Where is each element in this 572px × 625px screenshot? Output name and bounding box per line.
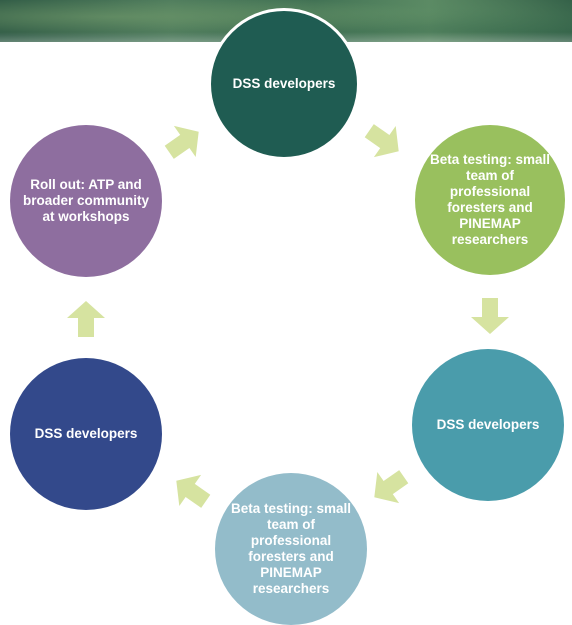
arrow-5-to-6-icon [67, 301, 105, 337]
cycle-node-roll-out: Roll out: ATP and broader community at w… [10, 125, 162, 277]
cycle-node-label: DSS developers [232, 76, 336, 91]
cycle-node-label: DSS developers [436, 417, 540, 432]
arrow-2-to-3-icon [471, 298, 509, 334]
cycle-node-label: DSS developers [34, 426, 138, 441]
cycle-node-label: Roll out: ATP and broader community at w… [22, 177, 150, 224]
cycle-node-dss-developers-top: DSS developers [208, 8, 360, 160]
cycle-node-dss-developers-left: DSS developers [10, 358, 162, 510]
cycle-node-label: Beta testing: small team of professional… [230, 501, 352, 596]
arrow-6-to-1-icon [164, 125, 199, 159]
arrow-1-to-2-icon [364, 124, 399, 158]
arrow-4-to-5-icon [176, 474, 211, 508]
cycle-node-label: Beta testing: small team of professional… [429, 152, 551, 247]
cycle-node-beta-testing-right: Beta testing: small team of professional… [415, 125, 565, 275]
cycle-node-dss-developers-right: DSS developers [412, 349, 564, 501]
arrow-3-to-4-icon [374, 470, 409, 504]
cycle-node-beta-testing-bottom: Beta testing: small team of professional… [215, 473, 367, 625]
